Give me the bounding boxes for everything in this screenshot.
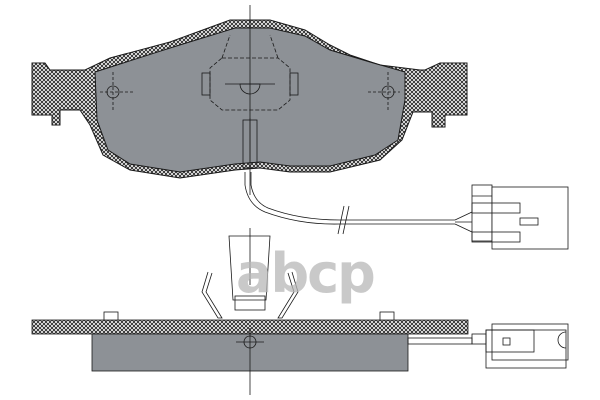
wear-sensor	[244, 172, 569, 250]
front-view	[31, 5, 468, 195]
right-pin-mark	[368, 72, 400, 112]
side-sensor-connector	[407, 323, 569, 369]
retaining-clip	[201, 228, 299, 319]
left-pin-mark	[100, 72, 135, 112]
side-view	[31, 228, 569, 395]
